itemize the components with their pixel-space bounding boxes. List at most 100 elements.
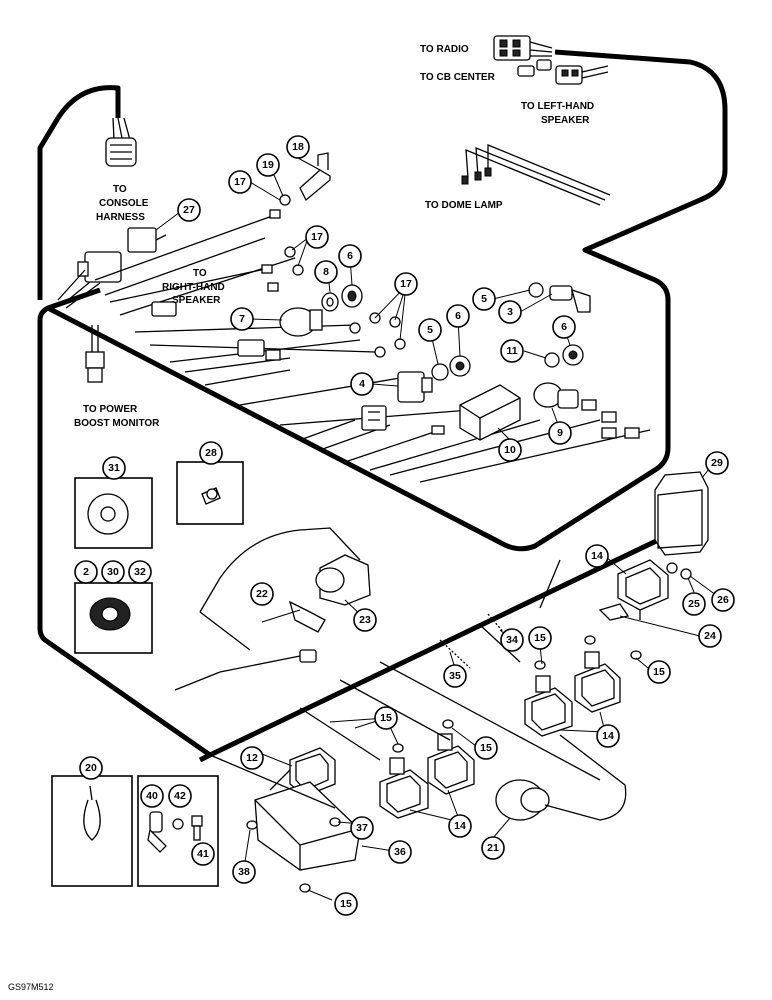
callout-23: 23 <box>359 614 371 626</box>
bezel-6c <box>562 344 584 366</box>
callout-30: 30 <box>107 566 119 578</box>
inset-20 <box>51 775 133 887</box>
harness-plug <box>174 649 317 691</box>
rear-light-29 <box>654 471 709 556</box>
callout-5a: 5 <box>481 293 487 305</box>
nut-5b <box>528 282 544 298</box>
callout-6b: 6 <box>561 321 567 333</box>
connector-10-lead <box>431 425 445 435</box>
callout-34: 34 <box>506 634 518 646</box>
dome-lamp-wires <box>461 144 611 206</box>
label-to-radio: TO RADIO <box>420 44 469 55</box>
callout-27: 27 <box>183 204 195 216</box>
callout-15d: 15 <box>480 742 492 754</box>
callout-36: 36 <box>394 846 406 858</box>
callout-21: 21 <box>487 842 499 854</box>
callout-2: 2 <box>83 566 89 578</box>
nut-5a <box>431 363 449 381</box>
callout-40: 40 <box>146 790 158 802</box>
right-speaker-connector <box>151 301 177 317</box>
switch-4 <box>397 371 433 403</box>
callout-38: 38 <box>238 866 250 878</box>
bezel-6a <box>341 284 363 308</box>
nut-8 <box>321 292 339 312</box>
callout-15e: 15 <box>340 898 352 910</box>
callout-20: 20 <box>85 762 97 774</box>
callout-12: 12 <box>246 752 258 764</box>
callout-8: 8 <box>323 266 329 278</box>
callout-22: 22 <box>256 588 268 600</box>
callout-37: 37 <box>356 822 368 834</box>
label-to-right-hand-3: SPEAKER <box>172 295 221 306</box>
bezel-6b <box>449 355 471 377</box>
console-harness-connector <box>105 117 137 167</box>
callout-4: 4 <box>359 378 365 390</box>
label-to-right-hand-1: TO <box>193 268 207 279</box>
callout-25: 25 <box>688 598 700 610</box>
callout-10: 10 <box>504 444 516 456</box>
connector-4 <box>361 405 387 431</box>
label-to-console-2: CONSOLE <box>99 198 149 209</box>
power-boost-connector <box>85 325 105 383</box>
label-to-left-hand-2: SPEAKER <box>541 115 590 126</box>
callout-5b: 5 <box>427 324 433 336</box>
inset-32 <box>74 582 153 654</box>
callout-3: 3 <box>507 306 513 318</box>
callout-17a: 17 <box>234 176 246 188</box>
callout-28: 28 <box>205 447 217 459</box>
callout-11: 11 <box>506 345 517 357</box>
callout-9: 9 <box>557 427 563 439</box>
nuts-small <box>246 562 692 893</box>
label-to-cb-center: TO CB CENTER <box>420 72 496 83</box>
text-labels: TO RADIO TO CB CENTER TO LEFT-HAND SPEAK… <box>8 44 594 992</box>
lamp-14-rear <box>617 559 669 620</box>
callout-6a: 6 <box>347 250 353 262</box>
callout-6c: 6 <box>455 310 461 322</box>
callout-32: 32 <box>134 566 146 578</box>
figure-code: GS97M512 <box>8 982 54 992</box>
label-to-console-3: HARNESS <box>96 212 145 223</box>
callout-circles: 18 19 17 27 17 6 8 17 7 5 3 6 5 6 11 4 1… <box>74 135 735 916</box>
relay-27 <box>127 227 167 253</box>
cb-center-connector <box>517 59 552 77</box>
callout-35: 35 <box>449 670 461 682</box>
lamp-12 <box>269 747 336 797</box>
motor-23 <box>199 527 371 651</box>
callout-15a: 15 <box>534 632 546 644</box>
callout-14a: 14 <box>591 550 603 562</box>
left-speaker-connector <box>555 65 609 85</box>
callout-7: 7 <box>239 313 245 325</box>
callout-41: 41 <box>197 848 209 860</box>
beacon-21 <box>495 734 627 821</box>
sender-3 <box>549 285 591 313</box>
callout-19: 19 <box>262 159 274 171</box>
switch-9 <box>533 382 579 409</box>
switch-connector-7 <box>237 339 281 361</box>
radio-connector <box>493 35 553 61</box>
callout-15c: 15 <box>380 712 392 724</box>
callout-15b: 15 <box>653 666 665 678</box>
label-to-power-1: TO POWER <box>83 404 138 415</box>
lamps-14-mid <box>524 651 621 737</box>
callout-26: 26 <box>717 594 729 606</box>
inset-31 <box>74 477 153 549</box>
callout-29: 29 <box>711 457 723 469</box>
label-to-left-hand-1: TO LEFT-HAND <box>521 101 594 112</box>
bracket-22 <box>288 600 326 633</box>
label-to-dome-lamp: TO DOME LAMP <box>425 200 503 211</box>
callout-42: 42 <box>174 790 186 802</box>
lamps-14-front <box>379 733 475 819</box>
callout-14b: 14 <box>602 730 614 742</box>
callout-17b: 17 <box>311 231 323 243</box>
inset-28 <box>176 461 244 525</box>
flasher-10 <box>459 384 521 441</box>
main-harness <box>37 49 728 763</box>
label-to-console-1: TO <box>113 184 127 195</box>
callout-14c: 14 <box>454 820 466 832</box>
lower-wires <box>209 559 601 809</box>
callout-17c: 17 <box>400 278 412 290</box>
bracket-36 <box>254 781 361 871</box>
connectors-9 <box>581 399 640 439</box>
callout-18: 18 <box>292 141 304 153</box>
switch-7 <box>279 307 323 337</box>
